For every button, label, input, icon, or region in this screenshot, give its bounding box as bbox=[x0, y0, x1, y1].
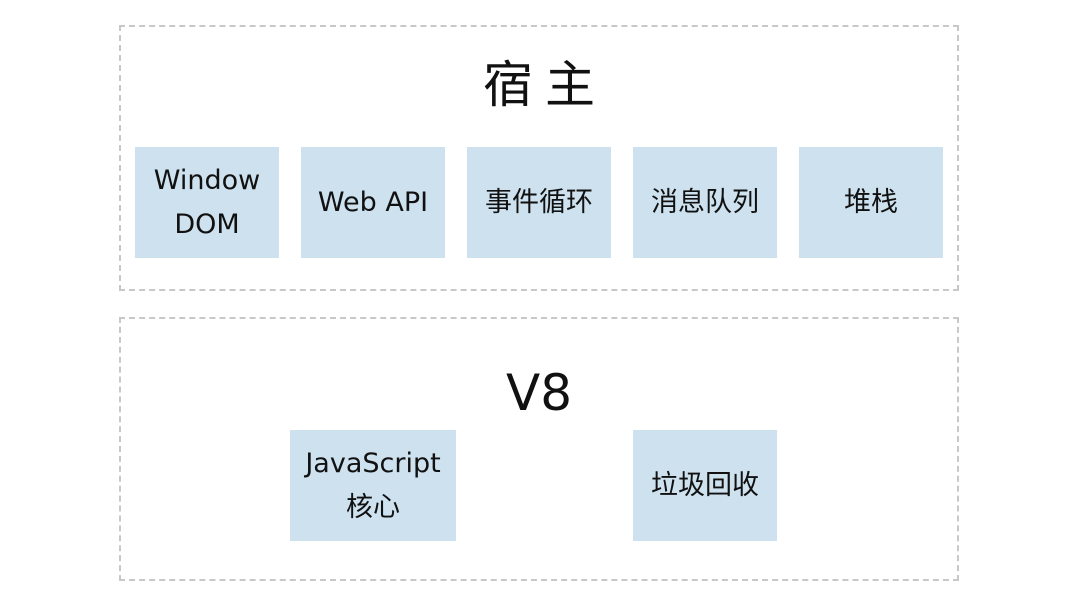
window-dom-box: Window DOM bbox=[135, 147, 279, 258]
host-title: 宿主 bbox=[483, 56, 607, 114]
window-dom-box-line-1: Window bbox=[153, 164, 261, 196]
stack-heap-box-label: 堆栈 bbox=[844, 186, 898, 218]
web-api-box: Web API bbox=[301, 147, 445, 258]
javascript-core-box: JavaScript 核心 bbox=[290, 430, 456, 541]
v8-group: V8 bbox=[119, 317, 959, 581]
javascript-core-box-line-1: JavaScript bbox=[305, 447, 441, 479]
garbage-collection-box: 垃圾回收 bbox=[633, 430, 777, 541]
host-group: 宿主 bbox=[119, 25, 959, 291]
garbage-collection-box-label: 垃圾回收 bbox=[651, 469, 759, 501]
web-api-box-label: Web API bbox=[317, 186, 429, 218]
v8-title: V8 bbox=[505, 364, 572, 422]
stack-heap-box: 堆栈 bbox=[799, 147, 943, 258]
window-dom-box-line-2: DOM bbox=[174, 208, 240, 240]
message-queue-box-label: 消息队列 bbox=[651, 186, 759, 218]
javascript-core-box-line-2: 核心 bbox=[346, 491, 400, 523]
message-queue-box: 消息队列 bbox=[633, 147, 777, 258]
event-loop-box-label: 事件循环 bbox=[485, 186, 593, 218]
event-loop-box: 事件循环 bbox=[467, 147, 611, 258]
